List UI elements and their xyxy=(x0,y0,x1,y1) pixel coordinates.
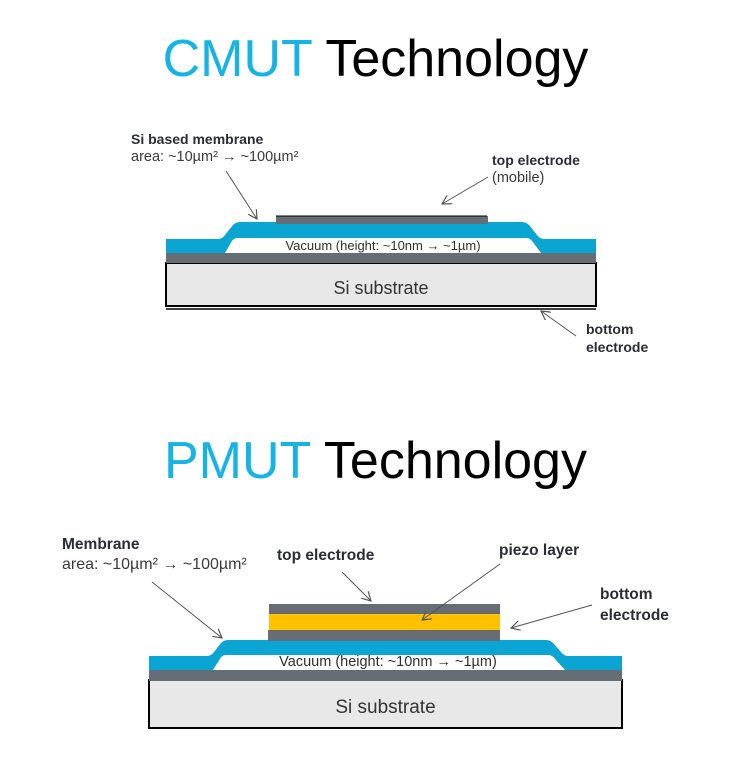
pmut-membrane-arrow xyxy=(151,581,222,638)
pmut-bottom-electrode-line2: electrode xyxy=(600,607,669,624)
cmut-bottom-electrode-line2: electrode xyxy=(586,339,649,355)
cmut-bottom-electrode-label: bottom electrode xyxy=(586,320,648,356)
cmut-membrane-area: area: ~10µm² → ~100µm² xyxy=(131,149,299,165)
pmut-membrane-heading: Membrane xyxy=(62,536,140,553)
pmut-bottom-electrode-layer xyxy=(149,670,622,681)
cmut-title-rest: Technology xyxy=(311,30,589,88)
cmut-vacuum-label: Vacuum (height: ~10nm → ~1µm) xyxy=(285,238,481,253)
pmut-piezo-heading: piezo layer xyxy=(499,542,580,559)
cmut-top-electrode-label: top electrode (mobile) xyxy=(492,151,580,187)
cmut-membrane-arrow xyxy=(225,170,257,219)
pmut-vacuum-label: Vacuum (height: ~10nm → ~1µm) xyxy=(279,654,497,670)
pmut-bottom-electrode-arrow xyxy=(511,604,593,628)
pmut-piezo-layer xyxy=(269,613,500,630)
cmut-cross-section xyxy=(165,215,597,310)
cmut-bottom-electrode xyxy=(166,253,596,263)
pmut-vacuum-cavity xyxy=(213,655,565,670)
cmut-si-substrate xyxy=(165,262,597,307)
cmut-top-electrode xyxy=(276,216,488,224)
cmut-membrane-label: Si based membrane area: ~10µm² → ~100µm² xyxy=(131,130,298,166)
cmut-membrane-heading: Si based membrane xyxy=(131,131,264,147)
pmut-bottom-electrode-label: bottom electrode xyxy=(600,584,669,626)
pmut-title: PMUT Technology xyxy=(0,435,751,487)
pmut-piezo-arrow xyxy=(422,563,501,620)
pmut-membrane-area: area: ~10µm² → ~100µm² xyxy=(62,556,247,573)
pmut-substrate-label: Si substrate xyxy=(335,697,436,718)
pmut-top-electrode-label: top electrode xyxy=(277,547,374,565)
pmut-bottom-electrode-line1: bottom xyxy=(600,586,653,603)
pmut-cross-section xyxy=(148,604,623,729)
cmut-substrate-label: Si substrate xyxy=(333,278,429,298)
cmut-top-electrode-heading: top electrode xyxy=(492,152,580,168)
cmut-title-acronym: CMUT xyxy=(162,30,312,88)
cmut-top-electrode-arrow xyxy=(442,176,489,204)
pmut-title-rest: Technology xyxy=(310,432,587,490)
pmut-title-acronym: PMUT xyxy=(164,432,311,490)
cmut-title: CMUT Technology xyxy=(0,33,751,85)
cmut-bottom-electrode-arrow xyxy=(541,311,577,337)
pmut-top-electrode-arrow xyxy=(341,571,371,601)
pmut-top-electrode-heading: top electrode xyxy=(277,547,375,564)
cmut-top-electrode-detail: (mobile) xyxy=(492,170,545,186)
cmut-membrane xyxy=(166,222,596,253)
pmut-si-substrate xyxy=(148,679,623,729)
cmut-vacuum-cavity xyxy=(225,238,541,253)
pmut-membrane-label: Membrane area: ~10µm² → ~100µm² xyxy=(62,535,247,575)
pmut-top-electrode xyxy=(269,604,500,614)
pmut-piezo-label: piezo layer xyxy=(499,542,579,560)
cmut-bottom-electrode-line1: bottom xyxy=(586,321,634,337)
pmut-bottom-electrode xyxy=(268,630,500,641)
